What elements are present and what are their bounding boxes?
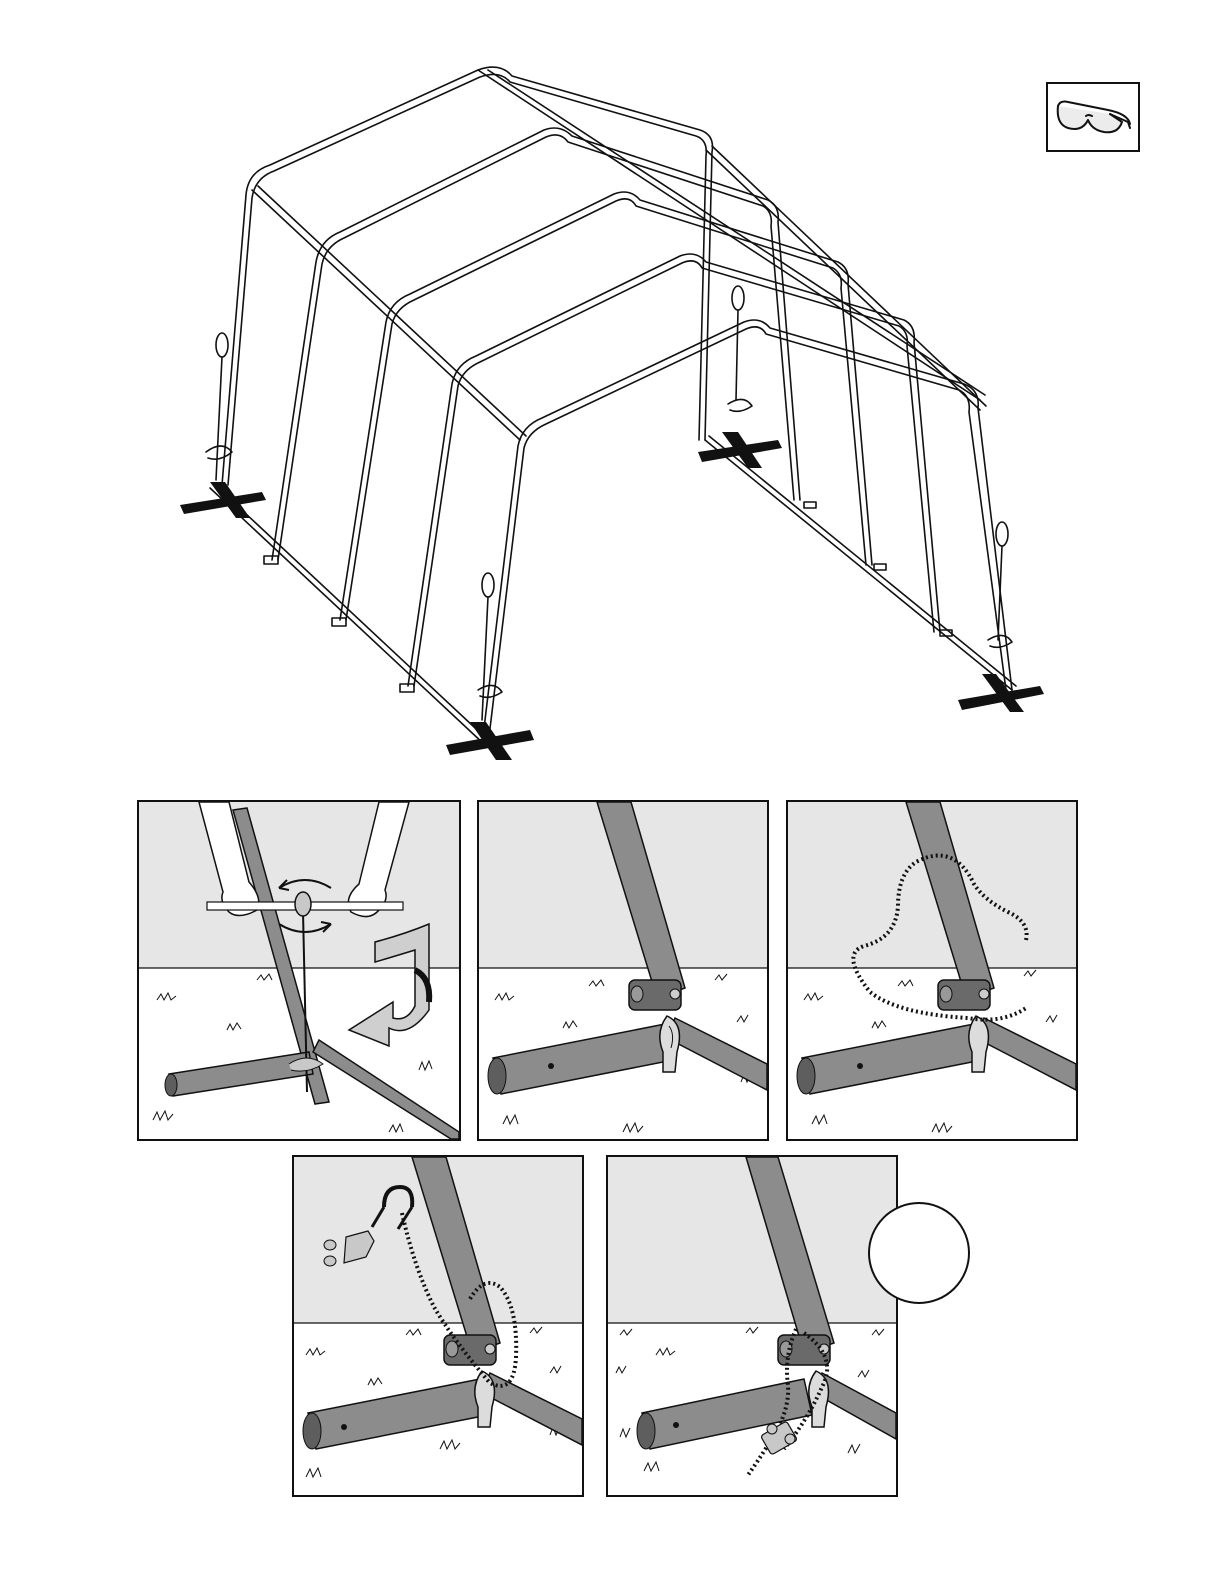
bracket [444,1335,496,1365]
left-upper-purlin [252,190,520,440]
arch-5 [482,320,1012,745]
step-panel-2 [477,800,769,1141]
base-pole [493,1024,673,1094]
step-panel-4 [292,1155,584,1497]
auger-anchor-icon [969,1016,989,1072]
shelter-frame-illustration [170,55,1050,770]
right-upper-purlin [706,150,980,410]
arch-4 [408,254,940,686]
bracket [938,980,990,1010]
base-pole [308,1379,488,1449]
bracket [778,1335,830,1365]
step-panel-3 [786,800,1078,1141]
step-panel-1 [137,800,461,1141]
step-panel-5 [606,1155,898,1497]
auger-anchor-icon [660,1016,680,1072]
callout-circle [868,1202,970,1304]
brace-pole [976,1018,1076,1090]
base-pole [802,1024,982,1094]
auger-anchor-icon [475,1371,495,1427]
brace-pole [667,1018,767,1090]
safety-glasses-icon [1046,82,1140,152]
brace-pole [313,1040,459,1139]
base-pole [169,1052,313,1096]
auger-anchor-icon [478,573,502,720]
bracket [629,980,681,1010]
auger-anchor-icon [728,286,752,411]
left-base-rail [210,488,485,745]
